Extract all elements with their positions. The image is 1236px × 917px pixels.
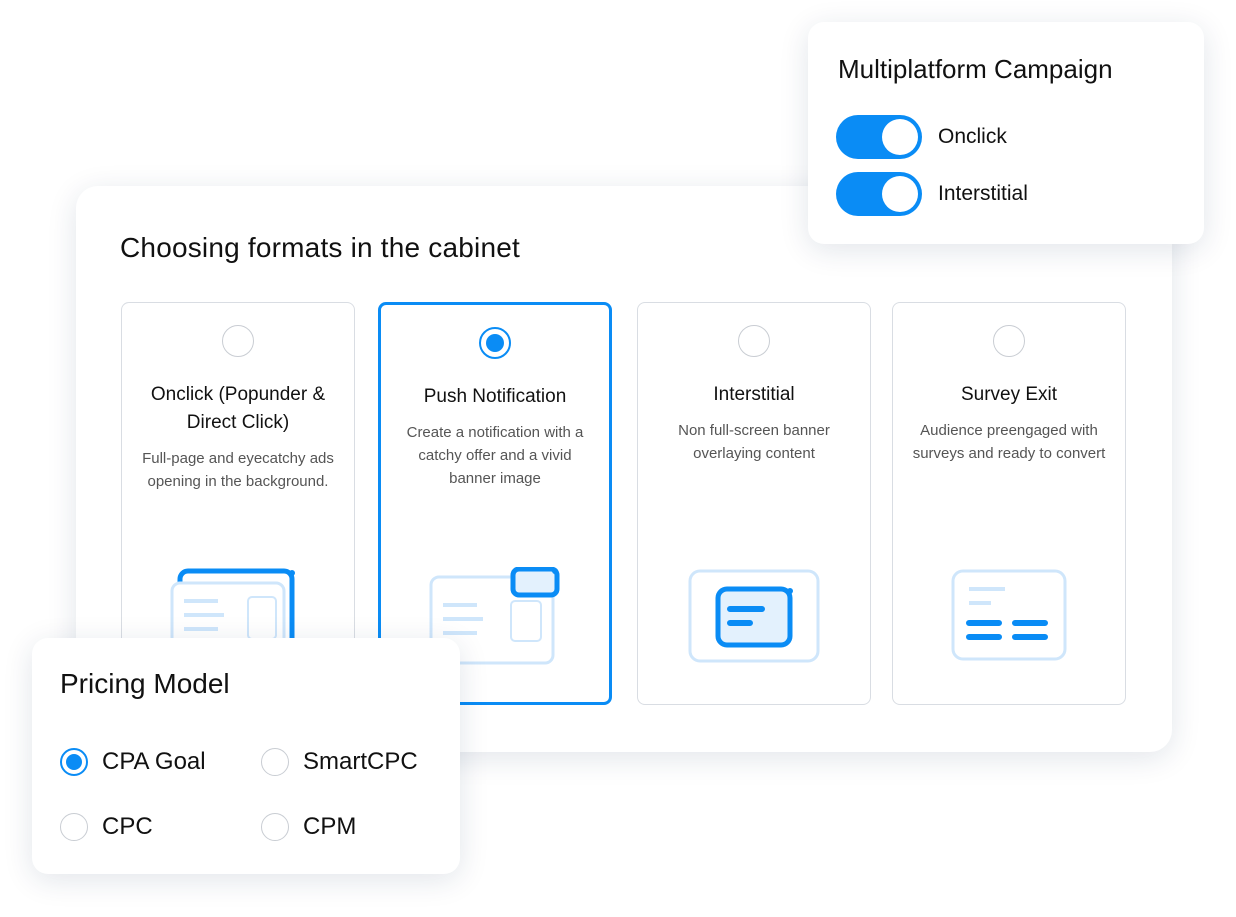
radio[interactable]: [261, 748, 289, 776]
multiplatform-panel: Multiplatform Campaign Onclick Interstit…: [808, 22, 1204, 244]
interstitial-illustration-icon: [688, 569, 820, 663]
toggle-onclick[interactable]: Onclick: [836, 115, 1007, 159]
format-desc: Audience preengaged with surveys and rea…: [912, 422, 1106, 462]
format-radio[interactable]: [738, 325, 770, 357]
option-label: CPM: [303, 813, 357, 840]
pricing-option-cpa-goal[interactable]: CPA Goal: [60, 748, 206, 776]
pricing-title: Pricing Model: [60, 668, 230, 699]
page-title: Choosing formats in the cabinet: [120, 232, 520, 263]
toggle-label: Interstitial: [938, 182, 1028, 205]
toggle-switch[interactable]: [836, 115, 922, 159]
pricing-option-cpc[interactable]: CPC: [60, 813, 153, 841]
option-label: CPC: [102, 813, 153, 840]
radio[interactable]: [60, 748, 88, 776]
radio[interactable]: [60, 813, 88, 841]
format-radio[interactable]: [479, 327, 511, 359]
format-title: Survey Exit: [960, 384, 1058, 405]
format-card-interstitial[interactable]: Interstitial Non full-screen banner over…: [637, 302, 871, 705]
survey-illustration-icon: [951, 569, 1067, 661]
format-desc: Non full-screen banner overlaying conten…: [678, 422, 830, 462]
multiplatform-title: Multiplatform Campaign: [838, 54, 1113, 84]
pricing-option-cpm[interactable]: CPM: [261, 813, 356, 841]
toggle-switch[interactable]: [836, 172, 922, 216]
format-title: Interstitial: [713, 384, 795, 405]
option-label: CPA Goal: [102, 748, 206, 775]
pricing-panel: Pricing Model CPA Goal SmartCPC CPC CPM: [32, 638, 460, 874]
radio[interactable]: [261, 813, 289, 841]
toggle-interstitial[interactable]: Interstitial: [836, 172, 1028, 216]
format-title: Push Notification: [423, 386, 567, 407]
pricing-option-smartcpc[interactable]: SmartCPC: [261, 748, 418, 776]
format-radio[interactable]: [222, 325, 254, 357]
toggle-label: Onclick: [938, 125, 1007, 148]
format-desc: Create a notification with a catchy offe…: [406, 424, 584, 487]
format-desc: Full-page and eyecatchy ads opening in t…: [142, 450, 334, 490]
format-card-push[interactable]: Push Notification Create a notification …: [378, 302, 612, 705]
format-radio[interactable]: [993, 325, 1025, 357]
format-card-onclick[interactable]: Onclick (Popunder & Direct Click) Full-p…: [121, 302, 355, 705]
format-title: Onclick (Popunder & Direct Click): [150, 384, 326, 433]
format-card-survey-exit[interactable]: Survey Exit Audience preengaged with sur…: [892, 302, 1126, 705]
popunder-illustration-icon: [170, 568, 295, 655]
option-label: SmartCPC: [303, 748, 418, 775]
push-illustration-icon: [429, 567, 560, 665]
